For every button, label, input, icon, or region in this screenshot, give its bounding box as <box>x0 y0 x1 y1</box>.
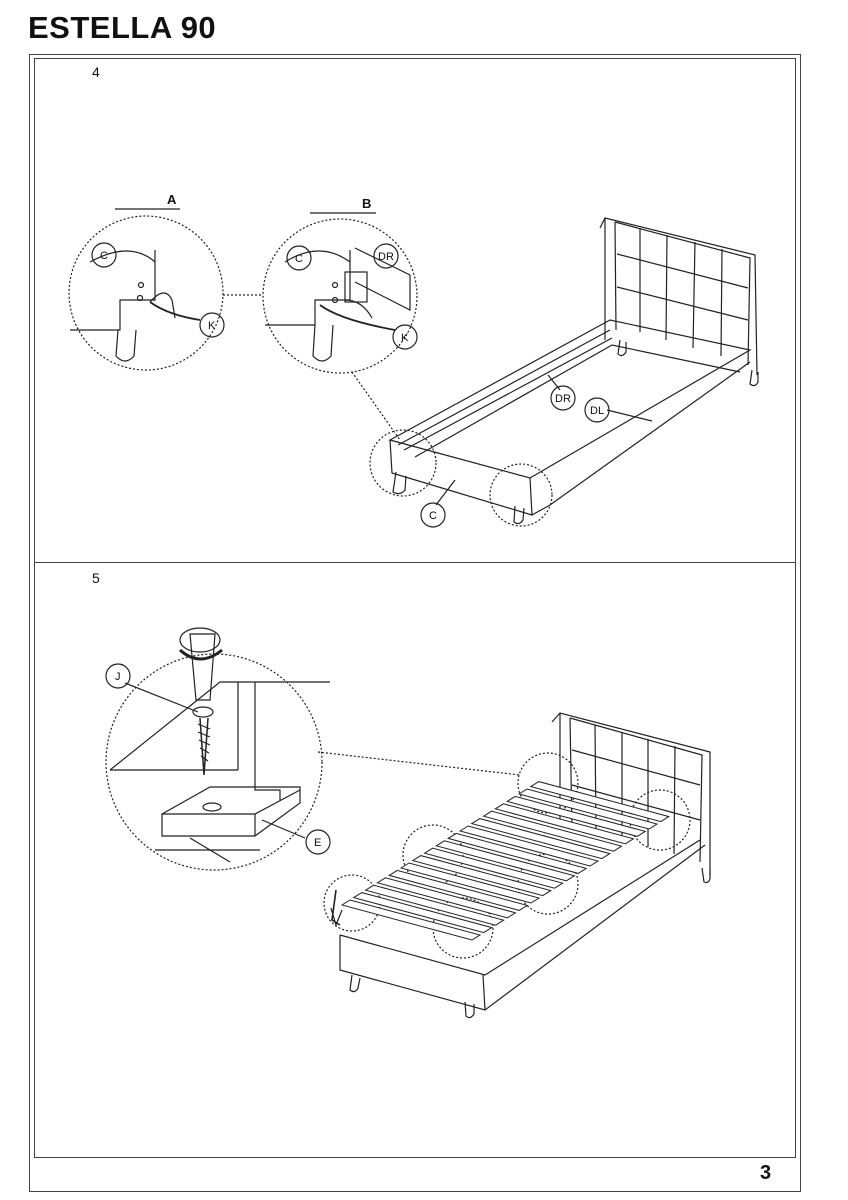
page-number: 3 <box>760 1162 772 1184</box>
detail-b <box>262 212 418 374</box>
document-title: ESTELLA 90 <box>28 10 217 45</box>
slat <box>494 803 635 845</box>
slat <box>376 877 517 919</box>
slat <box>411 855 553 897</box>
callout-c-b: C <box>295 253 303 265</box>
slat <box>446 832 588 874</box>
slat <box>399 862 541 904</box>
slat <box>352 892 494 934</box>
slat <box>340 899 482 941</box>
callout-k-a: K <box>208 320 216 332</box>
step-4-number: 4 <box>92 64 100 80</box>
callout-c: C <box>429 510 437 522</box>
slat <box>517 788 659 830</box>
outer-frame <box>29 54 801 1192</box>
slat <box>423 847 564 889</box>
slat <box>529 781 671 823</box>
slat <box>505 795 647 837</box>
slat <box>364 884 505 926</box>
inner-frame <box>34 58 796 1158</box>
callout-j: J <box>115 671 121 683</box>
callout-dr: DR <box>555 393 571 405</box>
slat <box>387 869 529 911</box>
slat <box>435 840 576 882</box>
slat-screw-detail <box>105 627 330 871</box>
step-divider <box>34 562 796 563</box>
detail-a <box>68 208 224 371</box>
slat <box>482 810 623 852</box>
slat <box>470 818 612 860</box>
bed-frame-step-4 <box>369 217 759 527</box>
bed-slats <box>340 781 671 941</box>
callout-c-a: C <box>100 250 108 262</box>
callout-dl: DL <box>590 405 604 417</box>
slat <box>458 825 600 867</box>
step-5-number: 5 <box>92 570 100 586</box>
callout-circles <box>91 242 610 855</box>
detail-a-label: A <box>167 192 177 207</box>
detail-b-label: B <box>362 196 371 211</box>
callout-dr-b: DR <box>378 251 394 263</box>
callout-e: E <box>314 837 321 849</box>
callout-k-b: K <box>401 332 409 344</box>
